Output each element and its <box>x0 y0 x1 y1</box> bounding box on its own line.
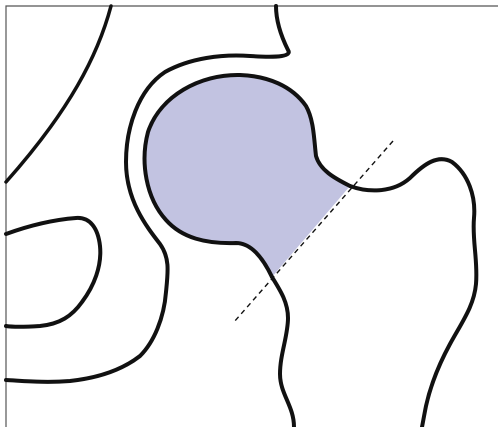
greater-trochanter-outline <box>350 159 476 427</box>
femur-outline <box>272 277 294 427</box>
iliac-wing-curve <box>6 6 111 182</box>
obturator-foramen <box>6 218 100 327</box>
